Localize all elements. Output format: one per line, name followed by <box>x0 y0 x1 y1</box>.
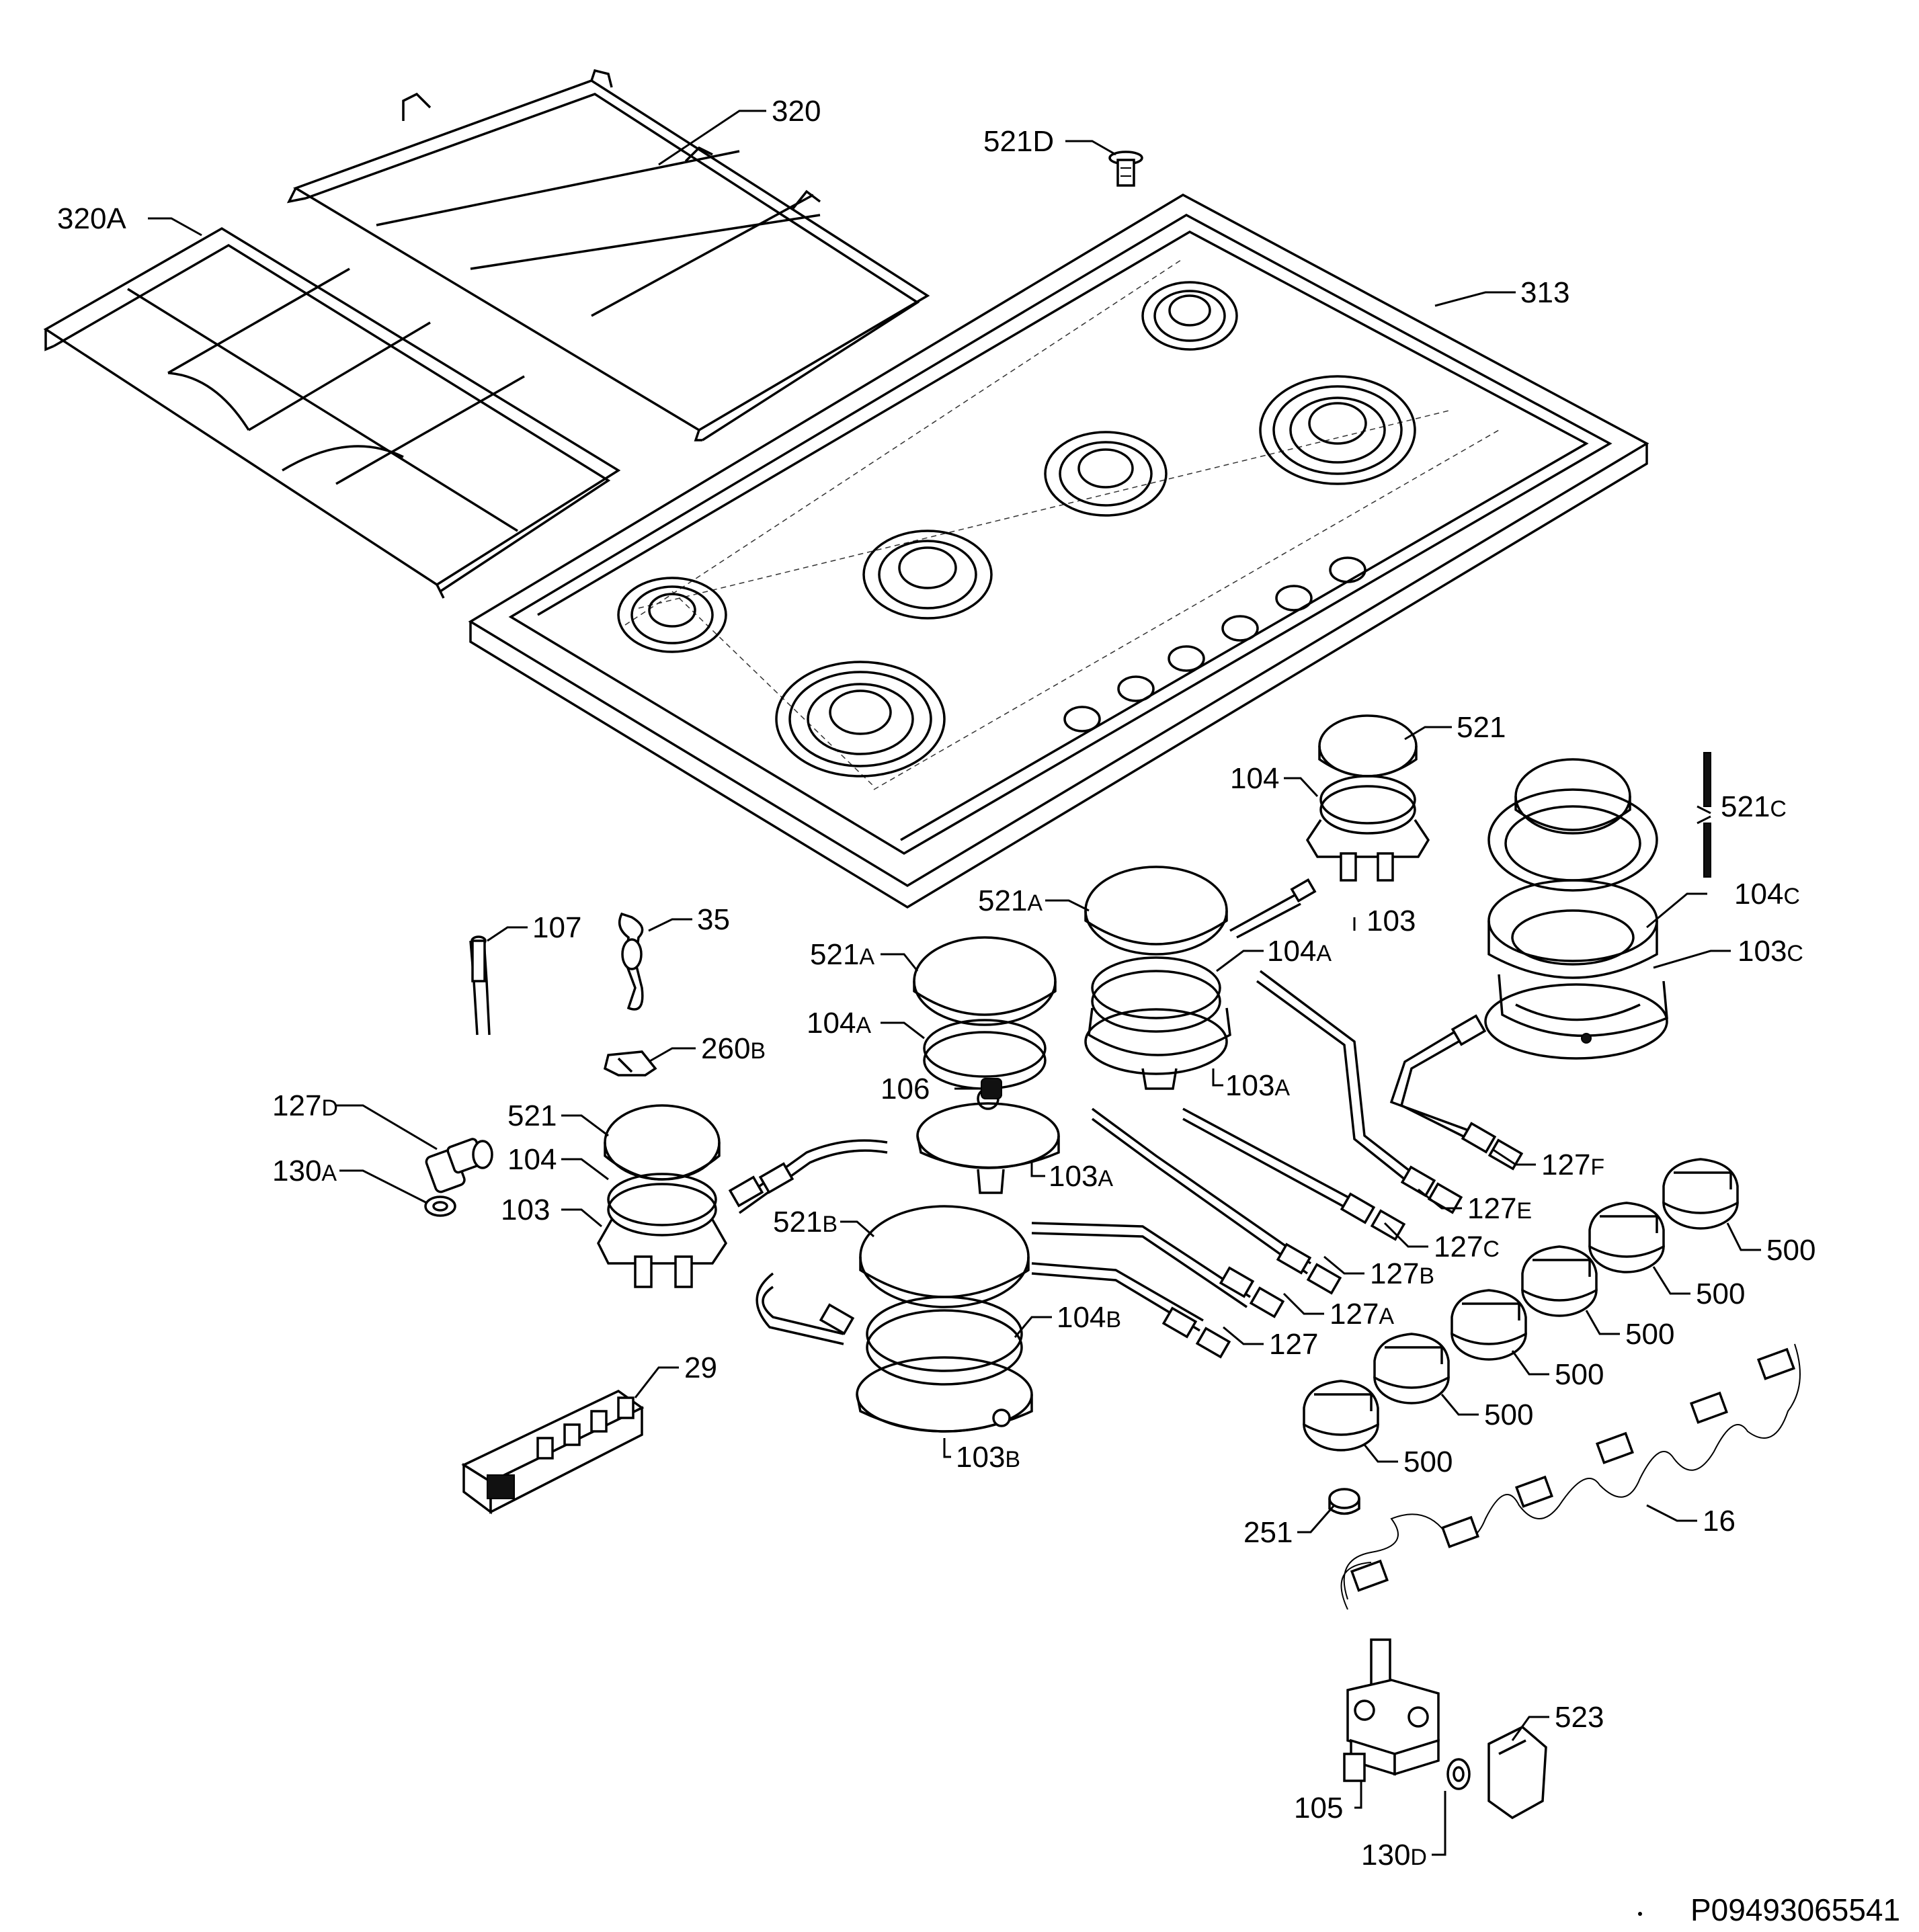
bracket-521c <box>1697 752 1711 878</box>
label-521c: 521C <box>1721 790 1787 823</box>
label-251: 251 <box>1243 1516 1293 1549</box>
burner-assembly-521a-right <box>1084 866 1231 1090</box>
hob-burner-center <box>862 530 993 620</box>
clip-523 <box>1487 1725 1547 1820</box>
knob-500-6 <box>1662 1158 1739 1230</box>
label-107: 107 <box>532 911 581 944</box>
label-313: 313 <box>1520 276 1569 309</box>
knob-500-2 <box>1373 1333 1450 1404</box>
label-127b: 127B <box>1370 1257 1434 1290</box>
label-127d: 127D <box>272 1089 338 1122</box>
knob-500-4 <box>1521 1245 1598 1317</box>
label-104-top: 104 <box>1230 762 1279 795</box>
label-104b: 104B <box>1057 1301 1121 1334</box>
seal-251 <box>1328 1488 1360 1515</box>
label-103-left: 103 <box>501 1193 550 1226</box>
hob-knob-holes <box>1063 556 1366 732</box>
label-500-2: 500 <box>1696 1277 1745 1310</box>
dot-mark <box>1638 1912 1642 1916</box>
callout-labels: 320 320A 521D 313 521 104 103 521C 104C … <box>57 95 1815 1872</box>
hob-burner-large-left <box>775 661 946 778</box>
label-521a-left: 521A <box>810 938 874 971</box>
knob-500-1 <box>1303 1380 1379 1452</box>
hob-burner-rings <box>617 281 1416 778</box>
pan-support-320 <box>286 69 930 442</box>
label-127f: 127F <box>1541 1148 1604 1181</box>
washer-130d <box>1446 1758 1471 1790</box>
label-104a-right: 104A <box>1267 935 1332 968</box>
label-523: 523 <box>1555 1701 1604 1734</box>
label-500-1: 500 <box>1766 1234 1815 1267</box>
knob-500-5 <box>1588 1202 1665 1273</box>
electrode-35 <box>618 912 644 1011</box>
screw-521d <box>1108 151 1143 187</box>
hob-top-313 <box>468 193 1649 909</box>
label-320a: 320A <box>57 202 126 235</box>
label-127c: 127C <box>1434 1230 1500 1263</box>
elbow-127d <box>425 1138 493 1193</box>
ignition-generator-29 <box>461 1389 645 1515</box>
pipe-nuts <box>728 1014 1524 1359</box>
label-103a-right: 103A <box>1225 1069 1290 1102</box>
burner-assembly-521b <box>856 1205 1033 1433</box>
label-103b: 103B <box>956 1441 1020 1474</box>
label-130d: 130D <box>1361 1839 1427 1872</box>
label-103c: 103C <box>1738 935 1803 968</box>
label-103-top: 103 <box>1366 905 1416 937</box>
label-500-5: 500 <box>1484 1398 1533 1431</box>
label-521-left: 521 <box>507 1099 557 1132</box>
label-521b: 521B <box>773 1206 838 1238</box>
knob-500-3 <box>1451 1289 1527 1361</box>
control-knobs <box>1303 1158 1739 1452</box>
label-104c: 104C <box>1734 878 1800 911</box>
burner-assembly-small-left <box>597 1104 728 1288</box>
clip-260b <box>603 1050 657 1077</box>
label-106: 106 <box>881 1073 930 1105</box>
hob-burner-center-rear <box>1044 431 1168 517</box>
label-29: 29 <box>684 1351 717 1384</box>
label-104-left: 104 <box>507 1143 557 1176</box>
label-35: 35 <box>697 903 730 936</box>
label-500-4: 500 <box>1555 1358 1604 1391</box>
drawing-code: P09493065541 <box>1690 1892 1900 1927</box>
ignition-switch-harness-16 <box>1340 1343 1801 1610</box>
thermocouple-107 <box>469 935 491 1036</box>
burner-assembly-large-right <box>1484 758 1668 1060</box>
hob-burner-left <box>617 577 727 653</box>
hob-burner-rear-right <box>1141 281 1238 351</box>
label-521d: 521D <box>983 125 1054 158</box>
label-127e: 127E <box>1467 1192 1532 1225</box>
label-103a-left: 103A <box>1049 1160 1113 1193</box>
label-500-3: 500 <box>1625 1318 1674 1351</box>
thermocouple-tip <box>1229 878 1317 939</box>
label-127a: 127A <box>1330 1298 1394 1331</box>
label-320: 320 <box>772 95 821 128</box>
pan-support-320a <box>43 226 621 599</box>
label-127: 127 <box>1269 1328 1318 1361</box>
gas-pipes <box>735 970 1493 1345</box>
label-104a-left: 104A <box>807 1007 871 1040</box>
label-521-top: 521 <box>1457 711 1506 744</box>
label-521a-right: 521A <box>978 884 1043 917</box>
label-16: 16 <box>1703 1505 1736 1538</box>
injector-106 <box>981 1078 1002 1099</box>
burner-assembly-521a-left <box>913 936 1060 1194</box>
burner-assembly-small-top <box>1305 714 1430 882</box>
label-130a: 130A <box>272 1154 337 1187</box>
label-500-6: 500 <box>1403 1445 1453 1478</box>
gas-valve-105 <box>1343 1638 1440 1782</box>
washer-130a <box>424 1195 456 1217</box>
label-105: 105 <box>1294 1792 1343 1824</box>
label-260b: 260B <box>701 1032 766 1065</box>
leader-lines <box>148 110 1761 1856</box>
hob-burner-large-right <box>1259 375 1416 485</box>
